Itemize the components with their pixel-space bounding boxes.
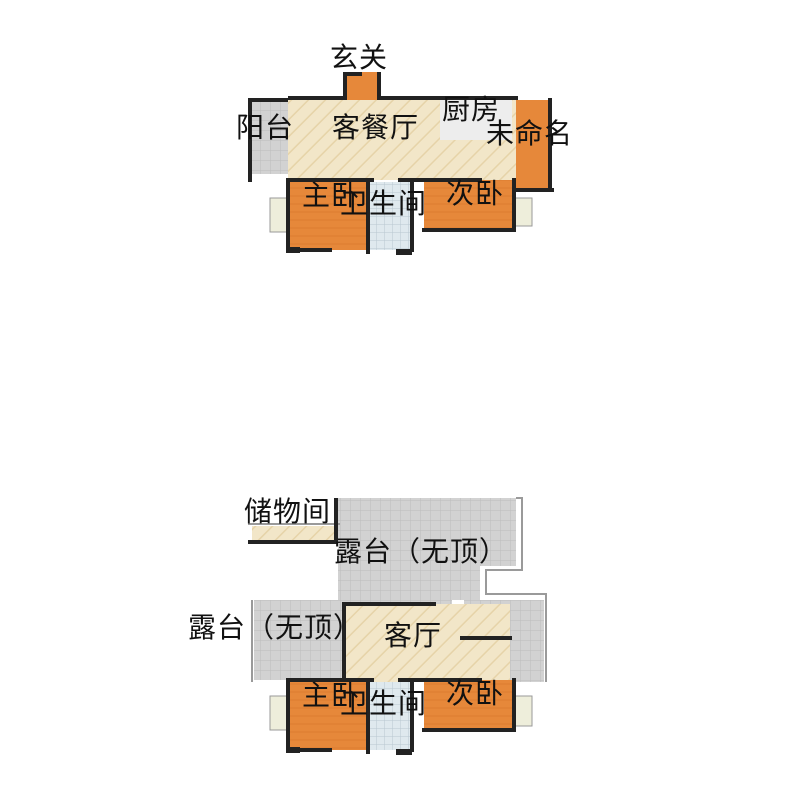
bathroom-area (368, 682, 412, 750)
living-area (344, 604, 510, 682)
bay-window (513, 197, 533, 227)
lower-floor-plan (248, 497, 547, 755)
second-bedroom-area (424, 180, 514, 230)
kitchen-area (440, 100, 512, 140)
terrace-left-area (254, 600, 344, 680)
bay-window (513, 695, 533, 727)
terrace-right-area (338, 498, 516, 608)
label-second-bedroom-lower: 次卧 (446, 677, 505, 710)
railings (248, 497, 547, 682)
balcony-area (252, 102, 288, 174)
label-unnamed: 未命名 (486, 117, 574, 150)
label-bathroom: 卫生间 (340, 187, 428, 220)
label-terrace-left: 露台（无顶） (188, 611, 363, 644)
upper-floor-plan (248, 72, 554, 255)
label-terrace-right: 露台（无顶） (334, 535, 509, 568)
bathroom-area (368, 182, 412, 250)
label-bathroom-lower: 卫生间 (340, 687, 428, 720)
label-kitchen: 厨房 (442, 93, 501, 126)
label-storage: 储物间 (244, 495, 332, 528)
master-bedroom-area (288, 680, 368, 750)
storage-area (252, 526, 338, 542)
label-living: 客厅 (384, 619, 443, 652)
label-master-bedroom-lower: 主卧 (302, 679, 361, 712)
walls (248, 72, 554, 254)
unnamed-room-area (516, 100, 550, 190)
label-second-bedroom: 次卧 (446, 177, 505, 210)
label-entrance: 玄关 (330, 41, 389, 74)
label-master-bedroom: 主卧 (302, 179, 361, 212)
entrance-area (345, 72, 379, 102)
label-balcony: 阳台 (236, 111, 295, 144)
second-bedroom-area (424, 680, 514, 730)
label-living-dining: 客餐厅 (332, 111, 420, 144)
bay-window (269, 695, 289, 731)
bay-window (269, 197, 289, 233)
master-bedroom-area (288, 180, 368, 250)
